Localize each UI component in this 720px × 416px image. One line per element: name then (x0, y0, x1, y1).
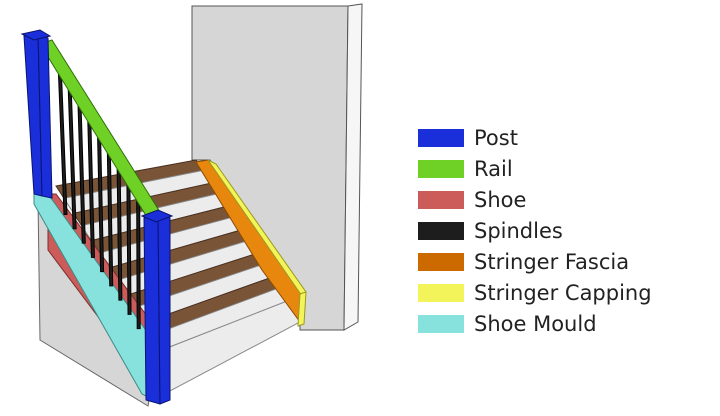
legend-item: Rail (418, 153, 652, 184)
legend-item: Shoe Mould (418, 308, 652, 339)
stringer-capping-end (297, 291, 307, 327)
legend-swatch (418, 252, 464, 271)
staircase-diagram (20, 3, 363, 407)
spindle (57, 70, 68, 216)
legend-swatch (418, 283, 464, 302)
post-bottom-face (157, 213, 171, 405)
legend-item: Spindles (418, 215, 652, 246)
legend-item: Shoe (418, 184, 652, 215)
legend-label: Stringer Fascia (474, 249, 630, 274)
post-bottom (143, 213, 161, 405)
legend-swatch (418, 159, 464, 178)
legend-label: Shoe Mould (474, 311, 597, 336)
post-top-cap (20, 29, 52, 41)
spindle (126, 179, 132, 315)
legend-swatch (418, 221, 464, 240)
legend-item: Stringer Fascia (418, 246, 652, 277)
spindles (57, 70, 141, 330)
legend-item: Post (418, 122, 652, 153)
legend-swatch (418, 190, 464, 209)
legend-label: Stringer Capping (474, 280, 652, 305)
wall-end-edge (343, 3, 363, 331)
legend-label: Rail (474, 156, 513, 181)
spindle (136, 195, 141, 330)
legend-item: Stringer Capping (418, 277, 652, 308)
legend-label: Shoe (474, 187, 527, 212)
legend-label: Post (474, 125, 518, 150)
legend-label: Spindles (474, 218, 563, 243)
post-bottom-cap (140, 209, 174, 223)
legend-swatch (418, 314, 464, 333)
legend-swatch (418, 128, 464, 147)
